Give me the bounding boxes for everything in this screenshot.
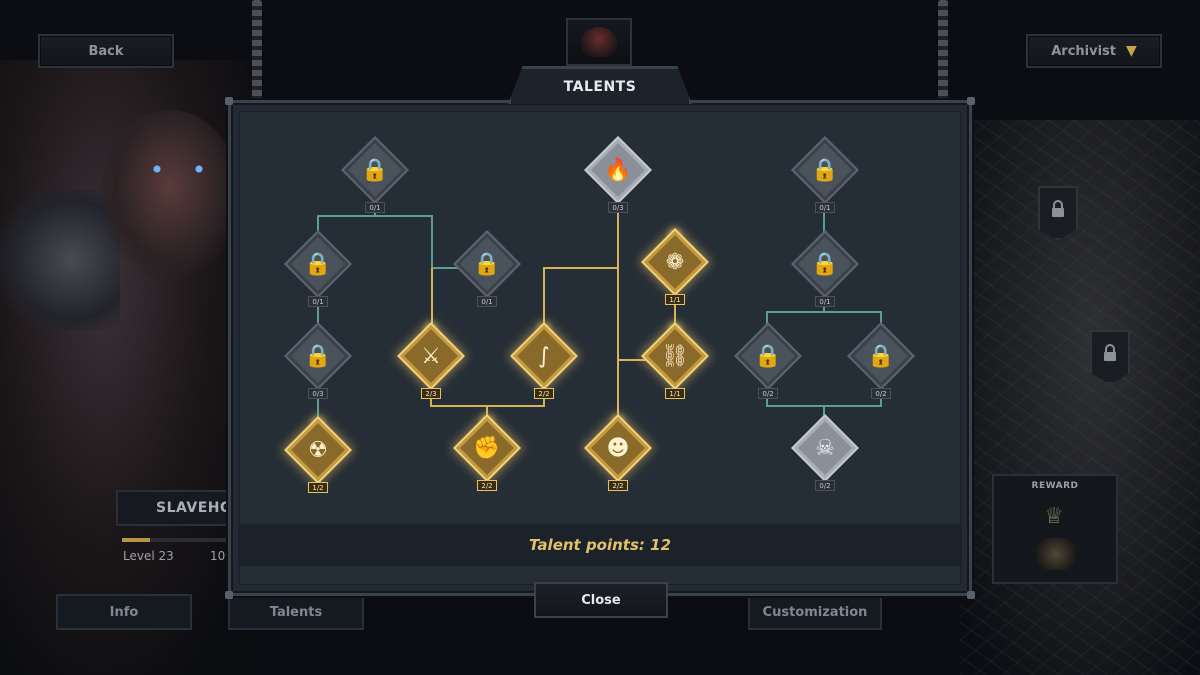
map-region-lock[interactable] [1090,330,1130,384]
lock-icon: 🔒 [304,344,332,369]
talent-points-text: Talent points: 12 [528,536,672,554]
talent-node[interactable]: ☢ 1/2 [284,416,352,496]
talent-node[interactable]: ☠ 0/2 [791,414,859,494]
hero-face-icon [581,27,617,57]
close-button-label: Close [581,592,621,608]
talent-rank: 0/2 [871,388,891,399]
talent-rank: 2/2 [477,480,497,491]
talent-node[interactable]: ⚔ 2/3 [397,322,465,402]
talent-node[interactable]: 🔒 0/2 [734,322,802,402]
blade-fire-icon: 🔥 [604,158,632,183]
back-button[interactable]: Back [38,34,174,68]
lock-icon: 🔒 [361,158,389,183]
talent-rank: 0/1 [815,202,835,213]
talent-rank: 0/1 [365,202,385,213]
talent-node[interactable]: 🔒 0/1 [791,230,859,310]
whip-icon: ∫ [538,344,550,369]
lock-icon [1104,344,1116,361]
talent-node[interactable]: ☻ 2/2 [584,414,652,494]
hero-name: SLAVEHOL [156,500,242,516]
frame-bolt [967,591,975,599]
xp-bar-fill [122,538,150,542]
talents-modal [225,97,975,599]
fist-icon: ✊ [473,436,501,461]
reward-creature-icon [1036,538,1076,570]
hero-portrait-thumbnail [566,18,632,66]
tab-info-label: Info [109,604,139,620]
lock-icon: 🔒 [473,252,501,277]
map-texture [960,120,1200,675]
talents-modal-body [239,111,961,585]
tab-info[interactable]: Info [56,594,192,630]
lock-icon: 🔒 [867,344,895,369]
talent-rank: 1/1 [665,388,685,399]
talent-rank: 2/2 [608,480,628,491]
talent-node[interactable]: ❁ 1/1 [641,228,709,308]
archivist-button-label: Archivist [1051,43,1116,59]
frame-bolt [225,591,233,599]
talent-rank: 0/1 [308,296,328,307]
hero-shoulder-armor [0,190,120,330]
talent-points-bar: Talent points: 12 [238,524,962,566]
talent-node[interactable]: 🔒 0/1 [284,230,352,310]
lock-icon [1052,200,1064,217]
talents-title-tab: TALENTS [508,66,692,104]
map-region-lock[interactable] [1038,186,1078,240]
talent-rank: 0/1 [477,296,497,307]
talent-node[interactable]: 🔒 0/3 [284,322,352,402]
talent-rank: 1/2 [308,482,328,493]
right-hanging-chain [938,0,948,100]
trophy-icon: ▼ [1126,43,1137,59]
archivist-button[interactable]: Archivist ▼ [1026,34,1162,68]
lock-icon: 🔒 [304,252,332,277]
lock-icon: 🔒 [811,158,839,183]
talent-node[interactable]: ✊ 2/2 [453,414,521,494]
talent-rank: 1/1 [665,294,685,305]
talent-node[interactable]: 🔥 0/3 [584,136,652,216]
beast-icon: ☻ [606,436,630,461]
hero-level: Level 23 [123,549,174,563]
totem-icon: ☢ [308,438,328,463]
back-button-label: Back [88,43,124,59]
trophy-icon: ♕ [1044,504,1064,529]
left-hanging-chain [252,0,262,100]
axes-icon: ⚔ [421,344,441,369]
reward-label: REWARD [1031,481,1079,491]
xp-bar [122,538,232,542]
talent-node[interactable]: 🔒 0/1 [453,230,521,310]
skull-orb-icon: ☠ [815,436,835,461]
talent-rank: 2/3 [421,388,441,399]
talent-rank: 0/2 [758,388,778,399]
tab-talents-label: Talents [269,604,323,620]
hero-xp-value: 108 [210,549,233,563]
talent-node[interactable]: 🔒 0/1 [791,136,859,216]
talent-rank: 2/2 [534,388,554,399]
close-button[interactable]: Close [534,582,668,618]
talent-rank: 0/2 [815,480,835,491]
talent-rank: 0/1 [815,296,835,307]
modal-title: TALENTS [563,78,637,95]
hero-portrait-large [100,110,240,280]
tab-customization[interactable]: Customization [748,594,882,630]
hero-eyes [148,165,208,173]
talent-node[interactable]: 🔒 0/1 [341,136,409,216]
lock-icon: 🔒 [754,344,782,369]
frame-bolt [967,97,975,105]
coin-bag-icon: ❁ [665,250,685,275]
lock-icon: 🔒 [811,252,839,277]
talent-node[interactable]: ∫ 2/2 [510,322,578,402]
reward-panel[interactable]: REWARD ♕ [992,474,1118,584]
talent-node[interactable]: ⛓ 1/1 [641,322,709,402]
talent-rank: 0/3 [308,388,328,399]
talent-node[interactable]: 🔒 0/2 [847,322,915,402]
frame-bolt [225,97,233,105]
tab-customization-label: Customization [762,604,868,620]
talent-rank: 0/3 [608,202,628,213]
chains-icon: ⛓ [661,344,689,369]
tab-talents[interactable]: Talents [228,594,364,630]
